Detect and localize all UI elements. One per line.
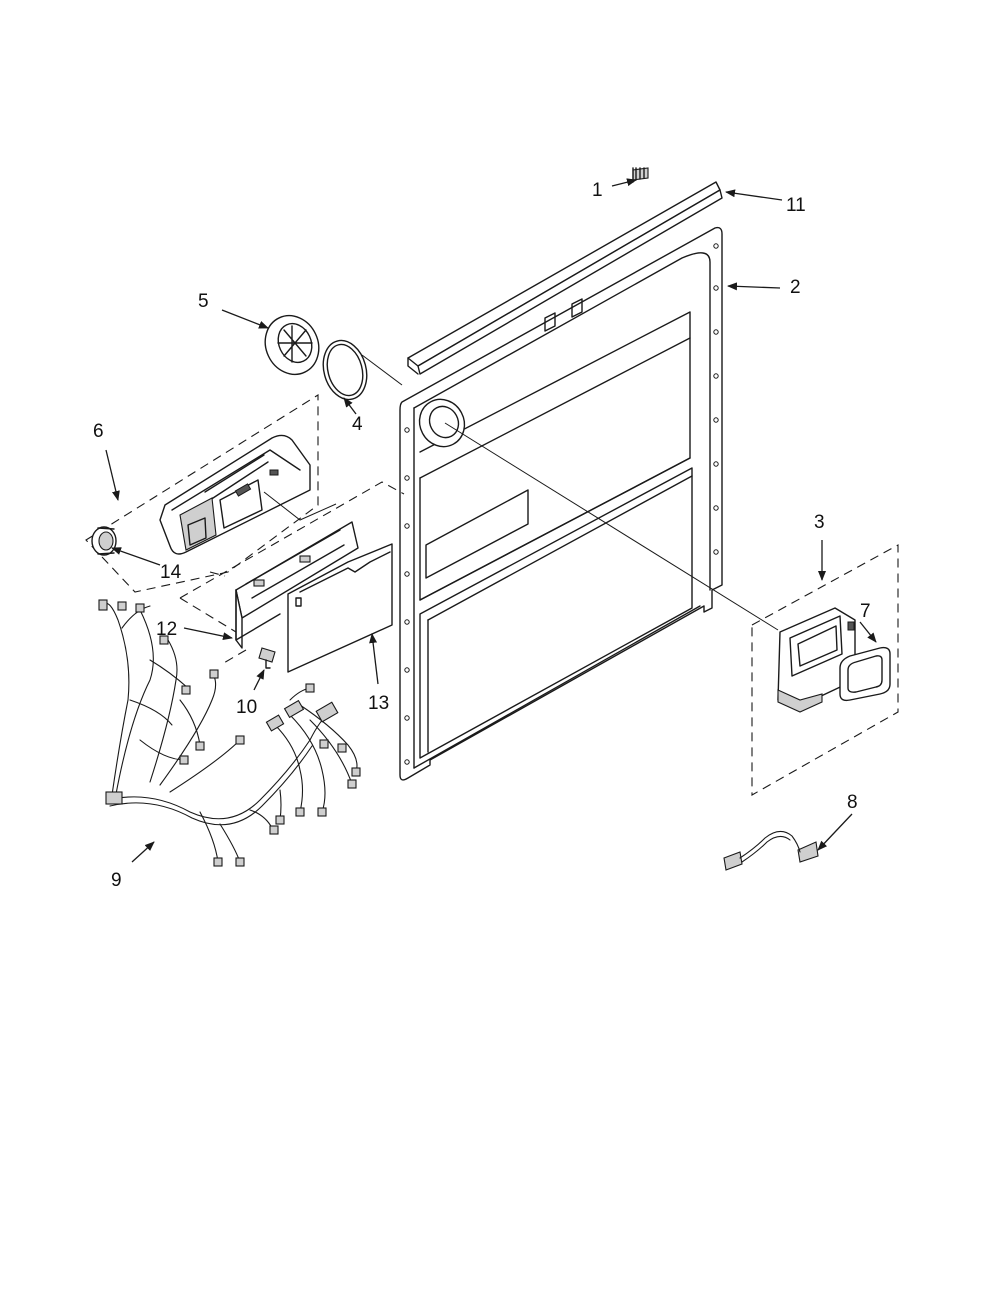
callout-9: 9 (111, 870, 122, 891)
assembly-guide-12-13-b (179, 597, 237, 633)
callout-12: 12 (156, 619, 177, 640)
jumper-wire (723, 830, 819, 871)
guide-line-vent-housing (444, 422, 779, 631)
callout-5: 5 (198, 291, 209, 312)
screw-part-10 (258, 647, 276, 669)
dispenser-assembly (85, 394, 319, 593)
callout-4: 4 (352, 414, 363, 435)
guide-line-dispenser (263, 491, 337, 521)
assembly-guide-12-13 (179, 481, 405, 599)
callout-arrows (105, 178, 877, 863)
inner-door-panel (399, 226, 723, 781)
vent-gasket (322, 339, 368, 401)
wire-harness (98, 599, 361, 867)
vent-grille (264, 314, 320, 376)
callout-6: 6 (93, 421, 104, 442)
callout-14: 14 (160, 562, 182, 583)
guide-line-knob (209, 571, 226, 577)
control-cover-panel (287, 543, 393, 673)
dispenser-knob (91, 526, 117, 556)
control-board (235, 521, 359, 649)
callout-8: 8 (847, 792, 858, 813)
callout-7: 7 (860, 601, 871, 622)
callout-labels: 1 2 3 4 5 6 7 8 9 10 11 12 13 14 (93, 180, 871, 891)
vent-seal (839, 646, 891, 702)
guide-line-vent-upper (361, 354, 403, 386)
callout-10: 10 (236, 697, 257, 718)
screw-part-1 (632, 167, 649, 183)
callout-1: 1 (592, 180, 603, 201)
vent-housing (751, 544, 899, 796)
assembly-guide-12 (221, 649, 247, 665)
callout-11: 11 (786, 195, 806, 216)
callout-3: 3 (814, 512, 825, 533)
callout-2: 2 (790, 277, 801, 298)
callout-13: 13 (368, 693, 389, 714)
door-top-strip (407, 181, 723, 375)
